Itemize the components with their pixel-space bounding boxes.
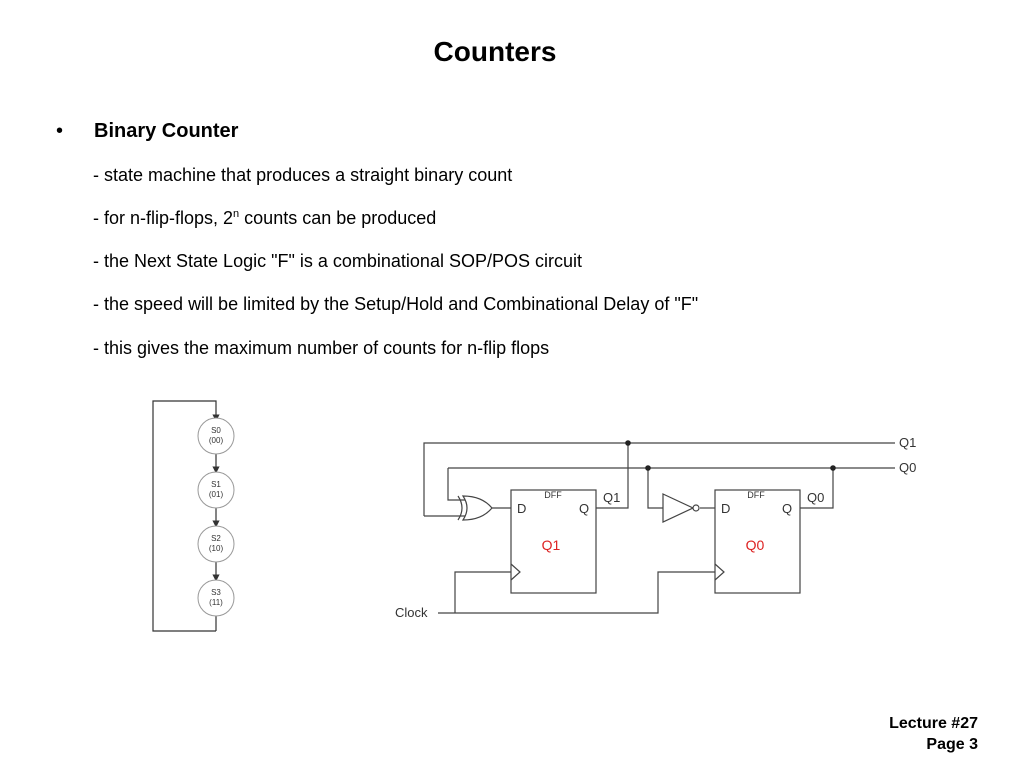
wire-clock-ff0 <box>438 571 715 614</box>
clock-label: Clock <box>395 605 428 620</box>
state-s0-name: S0 <box>211 426 221 435</box>
point-flip-flops-superscript: n <box>233 208 240 220</box>
ff1-output-label: Q1 <box>603 490 620 505</box>
page-title: Counters <box>433 36 557 67</box>
wire-clock-ff1 <box>454 571 511 613</box>
flipflop-q0: DFF D Q Q0 <box>714 489 801 594</box>
state-s1-code: (01) <box>209 490 224 499</box>
state-s0-code: (00) <box>209 436 224 445</box>
wire-xor-in-a <box>447 468 466 501</box>
ff1-type: DFF <box>544 490 562 500</box>
ff1-inner-label: Q1 <box>542 537 561 553</box>
clock-triangle-icon <box>714 563 725 581</box>
state-s2-code: (10) <box>209 544 224 553</box>
bullet-dot: • <box>56 120 64 142</box>
state-s1-name: S1 <box>211 480 221 489</box>
junction-q0-right <box>830 465 836 471</box>
point-flip-flops-text-end: counts can be produced <box>239 208 437 228</box>
junction-q1 <box>625 440 631 446</box>
point-next-state-logic: - the Next State Logic "F" is a combinat… <box>93 251 582 271</box>
state-loop-arrow <box>152 400 220 632</box>
state-s1: S1 (01) <box>197 471 235 509</box>
wire-q1-bus <box>423 442 895 516</box>
slide-footer: Lecture #27 Page 3 <box>889 713 978 755</box>
ff0-type: DFF <box>747 490 765 500</box>
clock-triangle-icon <box>510 563 521 581</box>
state-s0: S0 (00) <box>197 417 235 455</box>
circuit-wires <box>423 442 895 614</box>
ff0-inner-label: Q0 <box>746 537 765 553</box>
ff0-q-label: Q <box>782 501 792 516</box>
circuit-junctions <box>625 440 836 471</box>
ff1-d-label: D <box>517 501 526 516</box>
lecture-number: Lecture #27 <box>889 715 978 732</box>
bullet-heading: Binary Counter <box>94 120 239 142</box>
output-label-q1: Q1 <box>899 435 916 450</box>
point-speed: - the speed will be limited by the Setup… <box>93 294 699 314</box>
output-label-q0: Q0 <box>899 460 916 475</box>
state-s2-name: S2 <box>211 534 221 543</box>
wire-q1-feedback <box>596 443 629 509</box>
ff1-q-label: Q <box>579 501 589 516</box>
point-state-machine: - state machine that produces a straight… <box>93 165 513 185</box>
state-s2: S2 (10) <box>197 525 235 563</box>
xor-gate <box>457 495 493 521</box>
state-diagram <box>152 400 220 632</box>
state-s3-name: S3 <box>211 588 221 597</box>
wire-q0-to-not <box>647 468 663 509</box>
point-max-counts: - this gives the maximum number of count… <box>93 338 550 358</box>
page-number: Page 3 <box>926 736 978 753</box>
wire-q0-feedback <box>800 468 834 509</box>
state-s3-code: (11) <box>209 598 223 607</box>
ff0-output-label: Q0 <box>807 490 824 505</box>
point-flip-flops-text-start: - for n-flip-flops, 2 <box>93 208 234 228</box>
flipflop-q1: DFF D Q Q1 <box>510 489 597 594</box>
point-flip-flops: - for n-flip-flops, 2n counts can be pro… <box>93 208 436 229</box>
not-gate <box>662 493 700 523</box>
junction-q0-left <box>645 465 651 471</box>
ff0-d-label: D <box>721 501 730 516</box>
state-s3: S3 (11) <box>197 579 235 617</box>
